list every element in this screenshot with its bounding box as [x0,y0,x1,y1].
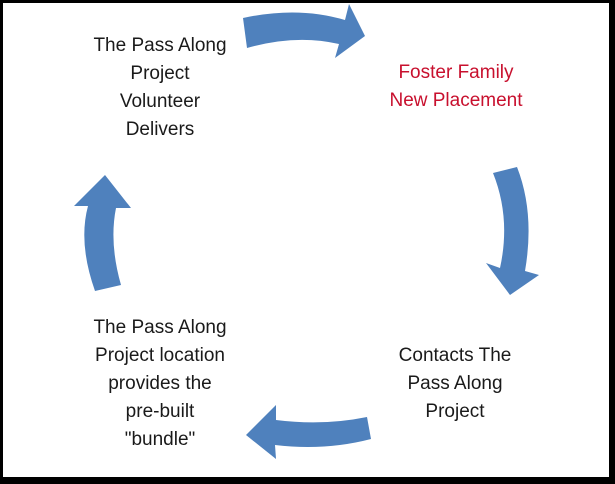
node-text-line: Project location [95,345,225,366]
arrow-foster-to-contacts [486,167,539,295]
arrow-location-to-volunteer [74,175,131,291]
node-text-line: Pass Along [407,373,503,394]
node-text-line: New Placement [389,90,523,111]
node-foster-family: Foster Family New Placement [361,59,551,115]
diagram-canvas: The Pass Along Project Volunteer Deliver… [3,3,609,477]
node-location-bundle: The Pass Along Project location provides… [65,314,255,454]
node-text-line: Project [425,401,485,422]
arrow-contacts-to-location [246,405,371,459]
node-volunteer-delivers: The Pass Along Project Volunteer Deliver… [65,32,255,144]
cycle-arrows [74,4,539,459]
node-text-line: The Pass Along [93,317,227,338]
arrow-volunteer-to-foster [243,4,365,58]
node-text-line: "bundle" [124,429,196,450]
node-text-line: Contacts The [398,345,512,366]
node-text-line: pre-built [125,401,195,422]
node-text-line: The Pass Along [93,35,227,56]
node-text-line: provides the [108,373,212,394]
node-text-line: Volunteer [119,91,201,112]
node-contacts-project: Contacts The Pass Along Project [360,342,550,426]
node-text-line: Project [130,63,190,84]
node-text-line: Foster Family [398,62,514,83]
node-text-line: Delivers [125,119,195,140]
